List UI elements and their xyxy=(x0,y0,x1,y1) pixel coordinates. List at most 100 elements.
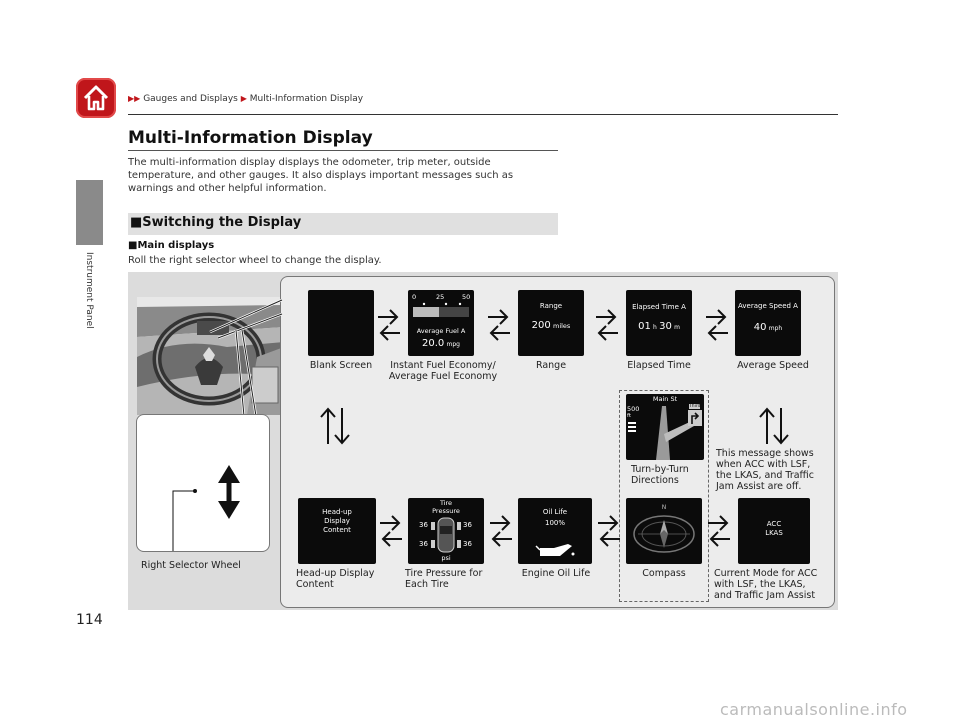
elapsed-minutes-unit: m xyxy=(674,324,680,331)
fuel-label: Average Fuel A xyxy=(416,327,466,335)
fuel-tick-25: 25 xyxy=(436,293,445,301)
fuel-tick-0: 0 xyxy=(412,293,417,301)
road-graphic xyxy=(628,406,702,460)
header-divider xyxy=(128,114,838,115)
caption-message-line1: This message shows xyxy=(716,448,814,459)
caption-turn-line2: Directions xyxy=(631,475,679,486)
caption-acc-mode: Current Mode for ACC with LSF, the LKAS,… xyxy=(714,568,817,601)
vertical-switch-arrows-icon xyxy=(320,407,350,445)
screen-average-speed: Average Speed A 40 mph xyxy=(735,290,801,356)
navigation-group-outline xyxy=(619,390,709,602)
breadcrumb-arrow-icon: ▶▶ xyxy=(128,94,141,103)
tire-rear-left: 36 xyxy=(419,540,428,548)
elapsed-hours-unit: h xyxy=(653,324,657,331)
speed-value-line: 40 mph xyxy=(735,322,801,333)
subsection-heading: ■Main displays xyxy=(128,240,215,251)
caption-message-line4: Jam Assist are off. xyxy=(716,481,802,492)
caption-average-speed: Average Speed xyxy=(737,360,809,371)
range-label: Range xyxy=(539,302,563,310)
screen-head-up-display: Head-up Display Content xyxy=(298,498,376,564)
caption-hud-line1: Head-up Display xyxy=(296,568,375,579)
caption-acc-off-message: This message shows when ACC with LSF, th… xyxy=(716,448,814,492)
caption-hud-line2: Content xyxy=(296,579,334,590)
home-icon xyxy=(83,85,109,111)
elapsed-value-line: 01 h 30 m xyxy=(626,321,692,332)
caption-acc-line3: and Traffic Jam Assist xyxy=(714,590,816,601)
caption-engine-oil-life: Engine Oil Life xyxy=(521,568,591,579)
nav-distance: 500 xyxy=(627,405,640,413)
caption-turn-by-turn: Turn-by-Turn Directions xyxy=(631,464,689,486)
caption-compass: Compass xyxy=(642,568,686,579)
pointer-lines xyxy=(209,298,283,417)
acc-line2: LKAS xyxy=(765,529,783,537)
caption-tire-line1: Tire Pressure for xyxy=(405,568,483,579)
nav-distance-unit: ft xyxy=(627,413,631,419)
fuel-value: 20.0 xyxy=(422,338,445,349)
hud-label: Head-up Display Content xyxy=(322,508,352,534)
screen-acc-lkas: ACC LKAS xyxy=(738,498,810,564)
tire-label: Tire Pressure xyxy=(432,499,460,515)
dashboard-illustration xyxy=(137,297,284,415)
sidebar-label: Instrument Panel xyxy=(84,252,94,329)
tire-front-right: 36 xyxy=(463,521,472,529)
range-value-line: 200 miles xyxy=(518,320,584,331)
tire-rear-right: 36 xyxy=(463,540,472,548)
range-unit: miles xyxy=(552,322,571,330)
screen-blank xyxy=(308,290,374,356)
oil-can-icon xyxy=(535,544,575,556)
speed-unit: mph xyxy=(768,325,783,332)
caption-acc-line1: Current Mode for ACC xyxy=(714,568,818,579)
switch-arrows-icon xyxy=(378,309,400,341)
subsection-text: Roll the right selector wheel to change … xyxy=(128,255,382,266)
screen-tire-pressure: Tire Pressure 36 36 36 36 psi xyxy=(408,498,484,564)
screen-fuel-economy: 0 25 50 Average Fuel A 20.0 mpg xyxy=(408,290,474,356)
oil-value: 100% xyxy=(544,519,565,527)
watermark: carmanualsonline.info xyxy=(720,700,908,719)
page-title: Multi-Information Display xyxy=(128,128,373,148)
nav-cross-street: Third xyxy=(689,404,701,409)
caption-tire-pressure: Tire Pressure for Each Tire xyxy=(405,568,482,590)
switch-arrows-icon xyxy=(488,309,510,341)
switch-arrows-icon xyxy=(596,309,618,341)
intro-paragraph: The multi-information display displays t… xyxy=(128,157,514,194)
screen-range: Range 200 miles xyxy=(518,290,584,356)
home-button[interactable] xyxy=(76,78,116,118)
caption-fuel-line2: Average Fuel Economy xyxy=(388,371,498,382)
page-number: 114 xyxy=(76,612,103,628)
screen-turn-by-turn: Main St 500 ft Third xyxy=(626,394,704,460)
caption-blank-screen: Blank Screen xyxy=(309,360,373,371)
acc-line1: ACC xyxy=(766,520,782,528)
elapsed-minutes: 30 xyxy=(659,321,672,332)
compass-north: N xyxy=(661,504,667,511)
caption-head-up-display: Head-up Display Content xyxy=(296,568,374,590)
caption-message-line3: the LKAS, and Traffic xyxy=(716,470,814,481)
switch-arrows-icon xyxy=(380,515,402,547)
tire-unit: psi xyxy=(441,554,451,562)
selector-wheel-label: Right Selector Wheel xyxy=(141,560,241,571)
vertical-switch-arrows-icon xyxy=(759,407,789,445)
caption-tire-line2: Each Tire xyxy=(405,579,449,590)
car-top-view-icon xyxy=(431,517,461,553)
caption-range: Range xyxy=(535,360,567,371)
switch-arrows-icon xyxy=(598,515,620,547)
breadcrumb-link-gauges[interactable]: Gauges and Displays xyxy=(143,94,238,104)
range-value: 200 xyxy=(531,320,551,331)
breadcrumb-current: Multi-Information Display xyxy=(249,94,364,104)
fuel-unit: mpg xyxy=(446,341,460,348)
switch-arrows-icon xyxy=(490,515,512,547)
section-heading-bar: ■Switching the Display xyxy=(128,213,558,235)
fuel-value-line: 20.0 mpg xyxy=(408,338,474,349)
nav-street: Main St xyxy=(652,395,678,403)
fuel-gauge-bar xyxy=(413,302,469,317)
speed-value: 40 xyxy=(753,322,767,333)
elapsed-hours: 01 xyxy=(638,321,651,332)
caption-fuel-economy: Instant Fuel Economy/ Average Fuel Econo… xyxy=(382,360,504,382)
caption-turn-line1: Turn-by-Turn xyxy=(631,464,689,475)
screen-elapsed-time: Elapsed Time A 01 h 30 m xyxy=(626,290,692,356)
switch-arrows-icon xyxy=(708,515,730,547)
speed-label: Average Speed A xyxy=(738,302,798,310)
switch-arrows-icon xyxy=(706,309,728,341)
elapsed-label: Elapsed Time A xyxy=(632,303,686,311)
oil-label: Oil Life xyxy=(542,508,568,516)
caption-fuel-line1: Instant Fuel Economy/ xyxy=(390,360,496,371)
